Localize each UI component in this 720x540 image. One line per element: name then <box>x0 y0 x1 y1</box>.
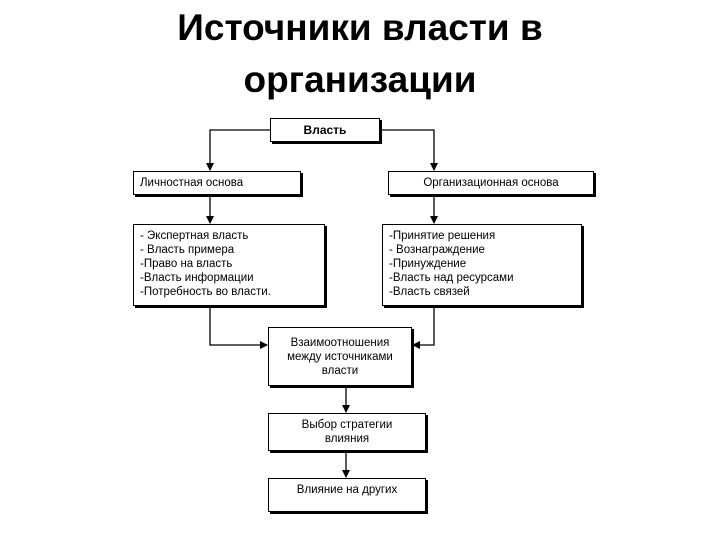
box-power: Власть <box>270 118 380 142</box>
connector-left-list-to-relations <box>209 308 268 349</box>
list-item: -Принятие решения <box>389 230 496 242</box>
list-item: -Потребность во власти. <box>140 286 271 298</box>
list-item: -Власть над ресурсами <box>389 272 514 284</box>
box-org-base-label: Организационная основа <box>423 177 559 189</box>
connector-right-list-to-relations <box>412 308 435 349</box>
box-relations-line: власти <box>321 364 359 377</box>
box-strategy-line: Выбор стратегии <box>301 419 393 431</box>
box-personal-base: Личностная основа <box>133 171 301 195</box>
box-personal-items: - Экспертная власть - Власть примера -Пр… <box>133 224 325 306</box>
box-relations-line: между источниками <box>287 350 393 363</box>
page-title: Источники власти в организации <box>0 2 720 106</box>
list-item: - Экспертная власть <box>140 230 249 242</box>
box-org-base: Организационная основа <box>388 171 594 195</box>
title-line-1: Источники власти в <box>177 7 543 48</box>
box-personal-base-label: Личностная основа <box>140 177 244 189</box>
box-relations: Взаимоотношения между источниками власти <box>268 327 412 386</box>
box-influence: Влияние на других <box>268 478 426 512</box>
list-item: -Принуждение <box>389 258 467 270</box>
box-strategy-line: влияния <box>324 433 370 445</box>
connector-power-to-personal <box>206 129 270 171</box>
list-item: -Право на власть <box>140 258 233 270</box>
box-strategy: Выбор стратегии влияния <box>268 413 426 451</box>
list-item: - Власть примера <box>140 244 235 256</box>
list-item: - Вознаграждение <box>389 244 485 256</box>
title-line-2: организации <box>243 59 477 100</box>
list-item: -Власть связей <box>389 286 470 298</box>
box-org-items: -Принятие решения - Вознаграждение -Прин… <box>382 224 582 306</box>
box-power-label: Власть <box>303 123 347 137</box>
box-influence-label: Влияние на других <box>296 484 398 496</box>
list-item: -Власть информации <box>140 272 254 284</box>
connector-power-to-org <box>380 129 438 171</box>
box-relations-line: Взаимоотношения <box>290 336 390 349</box>
